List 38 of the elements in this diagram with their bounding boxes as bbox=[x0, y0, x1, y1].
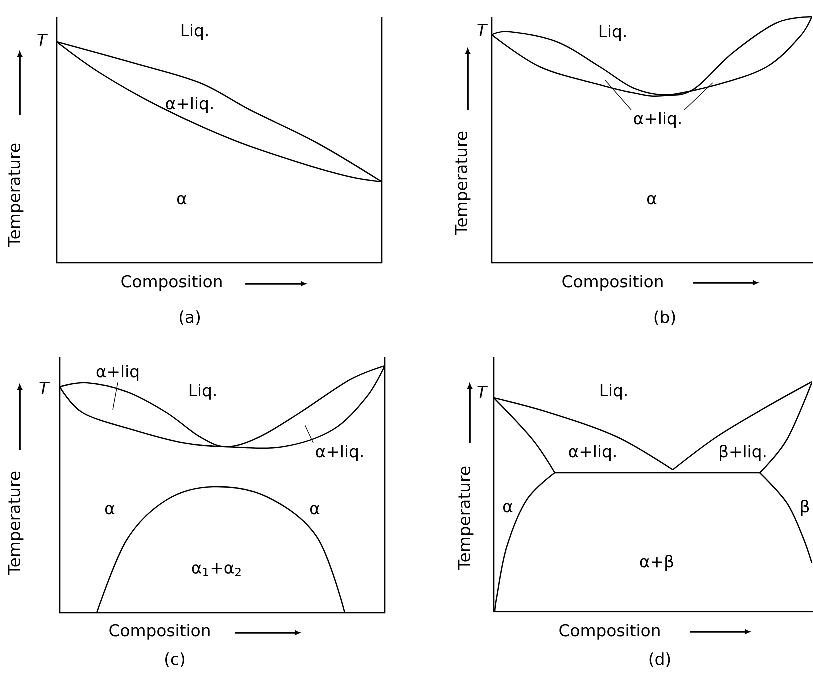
phase-label: α bbox=[106, 505, 115, 515]
axis-title: Composition bbox=[110, 624, 210, 640]
leader-line bbox=[604, 80, 632, 111]
axis-title: Composition bbox=[122, 275, 222, 291]
leader-line bbox=[112, 382, 118, 410]
phase-label: α+liq. bbox=[166, 97, 213, 113]
panel-label: (c) bbox=[166, 652, 184, 668]
phase-label: Liq. bbox=[182, 24, 208, 40]
axis-title: Composition bbox=[562, 275, 663, 291]
phase-label: α$_{1}$+α$_{2}$ bbox=[192, 564, 241, 576]
phase-label: α bbox=[310, 505, 320, 515]
phase-label: α bbox=[178, 195, 187, 205]
temperature-mark: T bbox=[478, 386, 488, 398]
panel-label: (d) bbox=[650, 652, 670, 668]
phase-label: Liq. bbox=[600, 25, 626, 41]
phase-label: α+liq. bbox=[316, 445, 363, 461]
axis-title: Temperature bbox=[8, 144, 24, 247]
phase-label: β bbox=[801, 500, 810, 516]
axis-title: Composition bbox=[560, 624, 660, 640]
temperature-mark: T bbox=[40, 382, 50, 394]
phase-label: β+liq. bbox=[720, 445, 766, 461]
phase-label: α+liq. bbox=[569, 445, 616, 461]
phase-label: α+β bbox=[640, 555, 674, 571]
temperature-mark: T bbox=[478, 24, 488, 36]
axis-title: Temperature bbox=[458, 466, 474, 570]
phase-label: α+liq bbox=[96, 365, 139, 381]
phase-label: α bbox=[648, 195, 657, 205]
phase-label: α bbox=[504, 503, 513, 513]
axis-title: Temperature bbox=[455, 132, 471, 235]
phase-label: Liq. bbox=[600, 384, 627, 400]
phase-label: Liq. bbox=[190, 384, 216, 400]
temperature-mark: T bbox=[38, 34, 48, 46]
axis-title: Temperature bbox=[8, 472, 24, 575]
leader-line bbox=[684, 82, 714, 111]
phase-label: α+liq. bbox=[634, 112, 681, 128]
panel-label: (b) bbox=[654, 310, 676, 326]
panel-label: (a) bbox=[180, 310, 200, 326]
leader-line bbox=[304, 424, 314, 444]
